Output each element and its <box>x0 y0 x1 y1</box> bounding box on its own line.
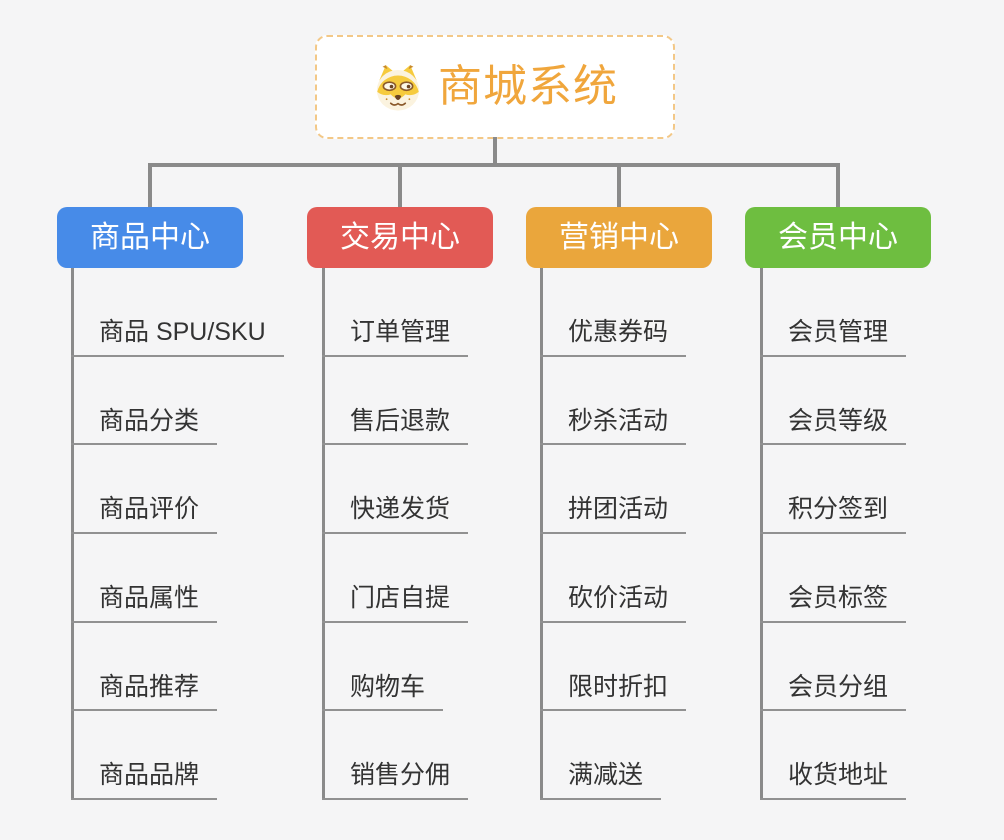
root-node[interactable]: 商城系统 <box>315 35 675 139</box>
mindmap-item[interactable]: 商品推荐 <box>71 623 311 712</box>
item-label: 售后退款 <box>322 407 469 446</box>
item-label: 积分签到 <box>760 495 907 535</box>
branch-items-product-center: 商品 SPU/SKU 商品分类 商品评价 商品属性 商品推荐 商品品牌 <box>71 268 311 801</box>
item-label: 满减送 <box>540 761 662 801</box>
mindmap-item[interactable]: 秒杀活动 <box>540 357 780 446</box>
mindmap-item[interactable]: 商品分类 <box>71 357 311 446</box>
mindmap-item[interactable]: 购物车 <box>322 623 562 712</box>
mindmap-item[interactable]: 会员管理 <box>760 268 1000 357</box>
mindmap-item[interactable]: 会员分组 <box>760 623 1000 712</box>
branch-header-trade-center[interactable]: 交易中心 <box>307 207 493 268</box>
connector-drop-member <box>836 165 840 207</box>
item-label: 订单管理 <box>322 318 469 357</box>
item-label: 砍价活动 <box>540 584 687 623</box>
item-label: 会员等级 <box>760 407 907 446</box>
branch-items-marketing-center: 优惠券码 秒杀活动 拼团活动 砍价活动 限时折扣 满减送 <box>540 268 780 801</box>
item-label: 限时折扣 <box>540 673 687 712</box>
mindmap-item[interactable]: 商品品牌 <box>71 711 311 801</box>
item-label: 快递发货 <box>322 495 469 535</box>
branch-header-label: 交易中心 <box>340 220 460 254</box>
connector-root-trunk <box>493 137 497 165</box>
mindmap-item[interactable]: 会员等级 <box>760 357 1000 446</box>
mindmap-item[interactable]: 销售分佣 <box>322 711 562 801</box>
item-label: 商品品牌 <box>71 761 218 801</box>
mindmap-item[interactable]: 订单管理 <box>322 268 562 357</box>
item-label: 会员标签 <box>760 584 907 623</box>
item-label: 销售分佣 <box>322 761 469 801</box>
branch-header-marketing-center[interactable]: 营销中心 <box>526 207 712 268</box>
branch-header-label: 会员中心 <box>778 220 898 254</box>
item-label: 商品属性 <box>71 584 218 623</box>
mindmap-item[interactable]: 商品评价 <box>71 445 311 535</box>
branch-header-label: 营销中心 <box>559 220 679 254</box>
item-label: 门店自提 <box>322 584 469 623</box>
item-label: 拼团活动 <box>540 495 687 535</box>
branch-header-label: 商品中心 <box>90 220 210 254</box>
mindmap-item[interactable]: 商品 SPU/SKU <box>71 268 311 357</box>
item-label: 秒杀活动 <box>540 407 687 446</box>
item-label: 商品推荐 <box>71 673 218 712</box>
item-label: 购物车 <box>322 673 444 712</box>
item-label: 会员管理 <box>760 318 907 357</box>
branch-header-member-center[interactable]: 会员中心 <box>745 207 931 268</box>
item-label: 商品 SPU/SKU <box>71 318 284 357</box>
mindmap-item[interactable]: 收货地址 <box>760 711 1000 801</box>
connector-drop-marketing <box>617 165 621 207</box>
mindmap-item[interactable]: 积分签到 <box>760 445 1000 535</box>
mindmap-item[interactable]: 售后退款 <box>322 357 562 446</box>
mindmap-item[interactable]: 门店自提 <box>322 534 562 623</box>
item-label: 会员分组 <box>760 673 907 712</box>
shiba-dog-icon <box>376 65 420 111</box>
root-title: 商城系统 <box>438 62 618 111</box>
branch-header-product-center[interactable]: 商品中心 <box>57 207 243 268</box>
mindmap-item[interactable]: 商品属性 <box>71 534 311 623</box>
mindmap-item[interactable]: 限时折扣 <box>540 623 780 712</box>
branch-items-member-center: 会员管理 会员等级 积分签到 会员标签 会员分组 收货地址 <box>760 268 1000 801</box>
item-label: 商品评价 <box>71 495 218 535</box>
connector-bus <box>148 163 840 167</box>
item-label: 收货地址 <box>760 761 907 801</box>
connector-drop-trade <box>398 165 402 207</box>
branch-items-trade-center: 订单管理 售后退款 快递发货 门店自提 购物车 销售分佣 <box>322 268 562 801</box>
mindmap-item[interactable]: 优惠券码 <box>540 268 780 357</box>
item-label: 优惠券码 <box>540 318 687 357</box>
mindmap-item[interactable]: 满减送 <box>540 711 780 801</box>
item-label: 商品分类 <box>71 407 218 446</box>
mindmap-item[interactable]: 快递发货 <box>322 445 562 535</box>
mindmap-item[interactable]: 砍价活动 <box>540 534 780 623</box>
mindmap-item[interactable]: 拼团活动 <box>540 445 780 535</box>
mindmap-item[interactable]: 会员标签 <box>760 534 1000 623</box>
connector-drop-product <box>148 165 152 207</box>
